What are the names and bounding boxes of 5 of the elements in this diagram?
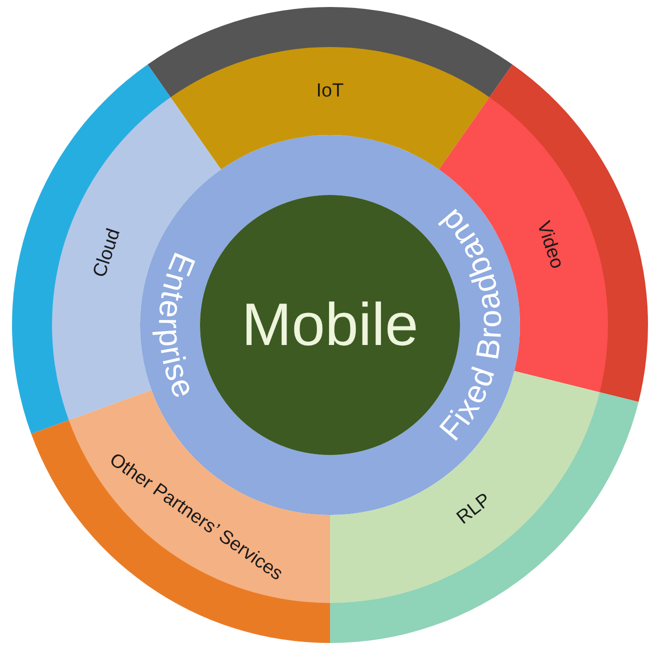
segment-label: Mobile xyxy=(242,295,418,355)
segment-label: IoT xyxy=(316,82,344,100)
segment-label: Video xyxy=(533,219,566,271)
segment-label: RLP xyxy=(454,490,494,528)
segment-label: Cloud xyxy=(90,226,124,280)
